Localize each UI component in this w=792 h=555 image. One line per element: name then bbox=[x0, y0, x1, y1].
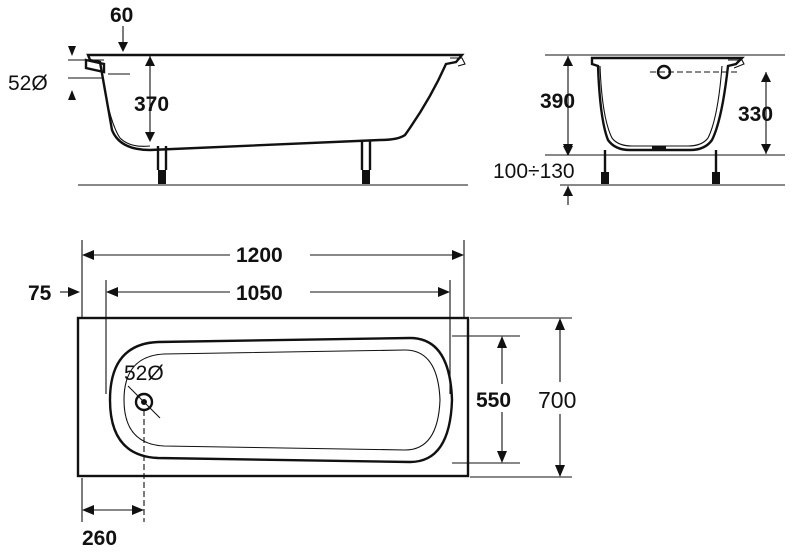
dim-leg-arrow-bottom bbox=[563, 186, 573, 196]
dim-end-total-height: 390 bbox=[540, 90, 575, 113]
side-view-leg-right bbox=[360, 140, 372, 184]
dim-top-rim-offset: 75 bbox=[28, 282, 52, 305]
side-view-tub-outline bbox=[86, 53, 465, 152]
dim-700-arrow-bottom bbox=[555, 465, 565, 477]
dim-330-arrow-top bbox=[761, 72, 771, 82]
dim-75-arrow bbox=[68, 287, 80, 297]
end-view-leg-left bbox=[601, 150, 609, 184]
dim-1200-arrow-left bbox=[82, 250, 94, 260]
drain-leader-1 bbox=[127, 385, 161, 419]
dim-550-arrow-top bbox=[497, 336, 507, 348]
dim-top-drain: 52Ø bbox=[124, 362, 164, 385]
end-view-leg-right bbox=[712, 150, 720, 184]
side-inner-wall bbox=[99, 61, 151, 147]
dim-260-arrow-right bbox=[132, 505, 144, 515]
dim-1050-arrow-right bbox=[438, 287, 450, 297]
dim-drain-arrow-top bbox=[68, 46, 76, 56]
top-view-inner-basin bbox=[108, 336, 454, 464]
dim-leg-arrow-top bbox=[563, 146, 573, 156]
dim-1200-arrow-right bbox=[452, 250, 464, 260]
dim-1050-arrow-left bbox=[106, 287, 118, 297]
dim-390-arrow-top bbox=[563, 56, 573, 66]
dim-top-inner-length: 1050 bbox=[236, 282, 283, 305]
dim-side-inner-depth: 370 bbox=[134, 93, 169, 116]
dim-top-length: 1200 bbox=[236, 244, 283, 267]
dim-drain-arrow-bottom bbox=[68, 90, 76, 100]
side-rim-tab bbox=[450, 57, 466, 67]
dim-700-arrow-top bbox=[555, 318, 565, 330]
end-view: 390 330 100÷130 bbox=[493, 54, 785, 205]
dim-side-top-offset: 60 bbox=[110, 4, 133, 27]
dim-550-arrow-bottom bbox=[497, 451, 507, 463]
side-view-leg-left bbox=[156, 146, 168, 184]
dim-end-leg-adjust: 100÷130 bbox=[493, 160, 575, 183]
dim-side-drain: 52Ø bbox=[8, 72, 48, 95]
dim-330-arrow-bottom bbox=[761, 144, 771, 154]
dim-top-width: 700 bbox=[538, 387, 576, 413]
dim-top-inner-width: 550 bbox=[476, 389, 511, 412]
top-view: 52Ø 1200 1050 75 550 700 bbox=[28, 240, 576, 550]
side-view: 60 52Ø 370 bbox=[8, 4, 468, 186]
dim-top-drain-offset: 260 bbox=[82, 527, 117, 550]
dim-370-arrow-bottom bbox=[145, 132, 155, 142]
end-view-drain-outlet bbox=[652, 146, 666, 151]
dim-end-depth: 330 bbox=[738, 103, 773, 126]
dim-260-arrow-left bbox=[82, 505, 94, 515]
dim-370-arrow-top bbox=[145, 56, 155, 66]
top-view-outer-rim bbox=[76, 316, 470, 478]
side-overflow-fitting bbox=[84, 58, 106, 74]
end-view-tub-outline bbox=[590, 56, 745, 152]
dim-60-arrow bbox=[118, 42, 128, 52]
top-view-basin-bottom bbox=[123, 349, 441, 451]
end-view-rim-tab bbox=[728, 59, 745, 69]
